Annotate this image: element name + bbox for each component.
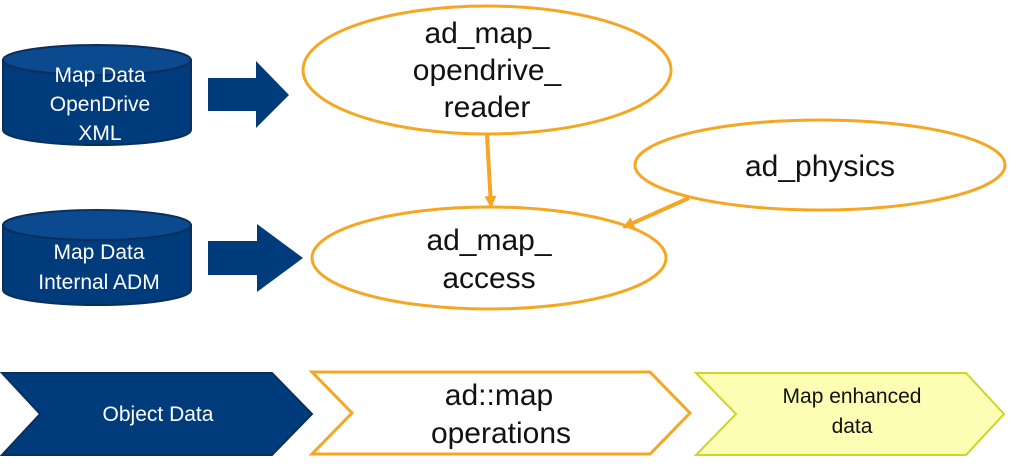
opendrive-cylinder-label-line-3: XML bbox=[78, 122, 121, 145]
ad-map-operations-chevron: ad::map operations bbox=[308, 370, 693, 456]
reader-label-line-2: opendrive_ bbox=[413, 54, 563, 87]
block-arrow-opendrive-to-reader bbox=[208, 61, 289, 128]
enhanced-label-line-1: Map enhanced bbox=[783, 385, 922, 408]
internal-adm-cylinder-label-line-1: Map Data bbox=[53, 241, 144, 264]
block-arrow-internal-adm-to-access bbox=[208, 224, 303, 292]
reader-label-line-1: ad_map_ bbox=[424, 17, 550, 50]
access-label-line-1: ad_map_ bbox=[426, 224, 552, 257]
map-data-opendrive-cylinder: Map Data OpenDrive XML bbox=[2, 44, 192, 146]
map-data-internal-adm-cylinder: Map Data Internal ADM bbox=[2, 209, 192, 306]
ad-physics-ellipse: ad_physics bbox=[633, 118, 1007, 212]
reader-label-line-3: reader bbox=[444, 91, 531, 124]
arrow-reader-to-access bbox=[484, 134, 497, 208]
ad-map-access-ellipse: ad_map_ access bbox=[310, 205, 668, 311]
object-data-label: Object Data bbox=[103, 403, 214, 426]
ad-map-opendrive-reader-ellipse: ad_map_ opendrive_ reader bbox=[301, 4, 673, 136]
map-enhanced-data-chevron: Map enhanced data bbox=[693, 372, 1006, 456]
operations-label-line-1: ad::map bbox=[445, 379, 553, 412]
access-label-line-2: access bbox=[442, 262, 535, 295]
object-data-chevron: Object Data bbox=[0, 372, 314, 456]
opendrive-cylinder-label-line-2: OpenDrive bbox=[50, 93, 150, 116]
internal-adm-cylinder-label-line-2: Internal ADM bbox=[38, 271, 159, 294]
enhanced-label-line-2: data bbox=[832, 415, 873, 438]
physics-label: ad_physics bbox=[745, 150, 895, 183]
operations-label-line-2: operations bbox=[431, 417, 571, 450]
opendrive-cylinder-label-line-1: Map Data bbox=[54, 64, 145, 87]
arrow-physics-to-access bbox=[622, 196, 690, 229]
